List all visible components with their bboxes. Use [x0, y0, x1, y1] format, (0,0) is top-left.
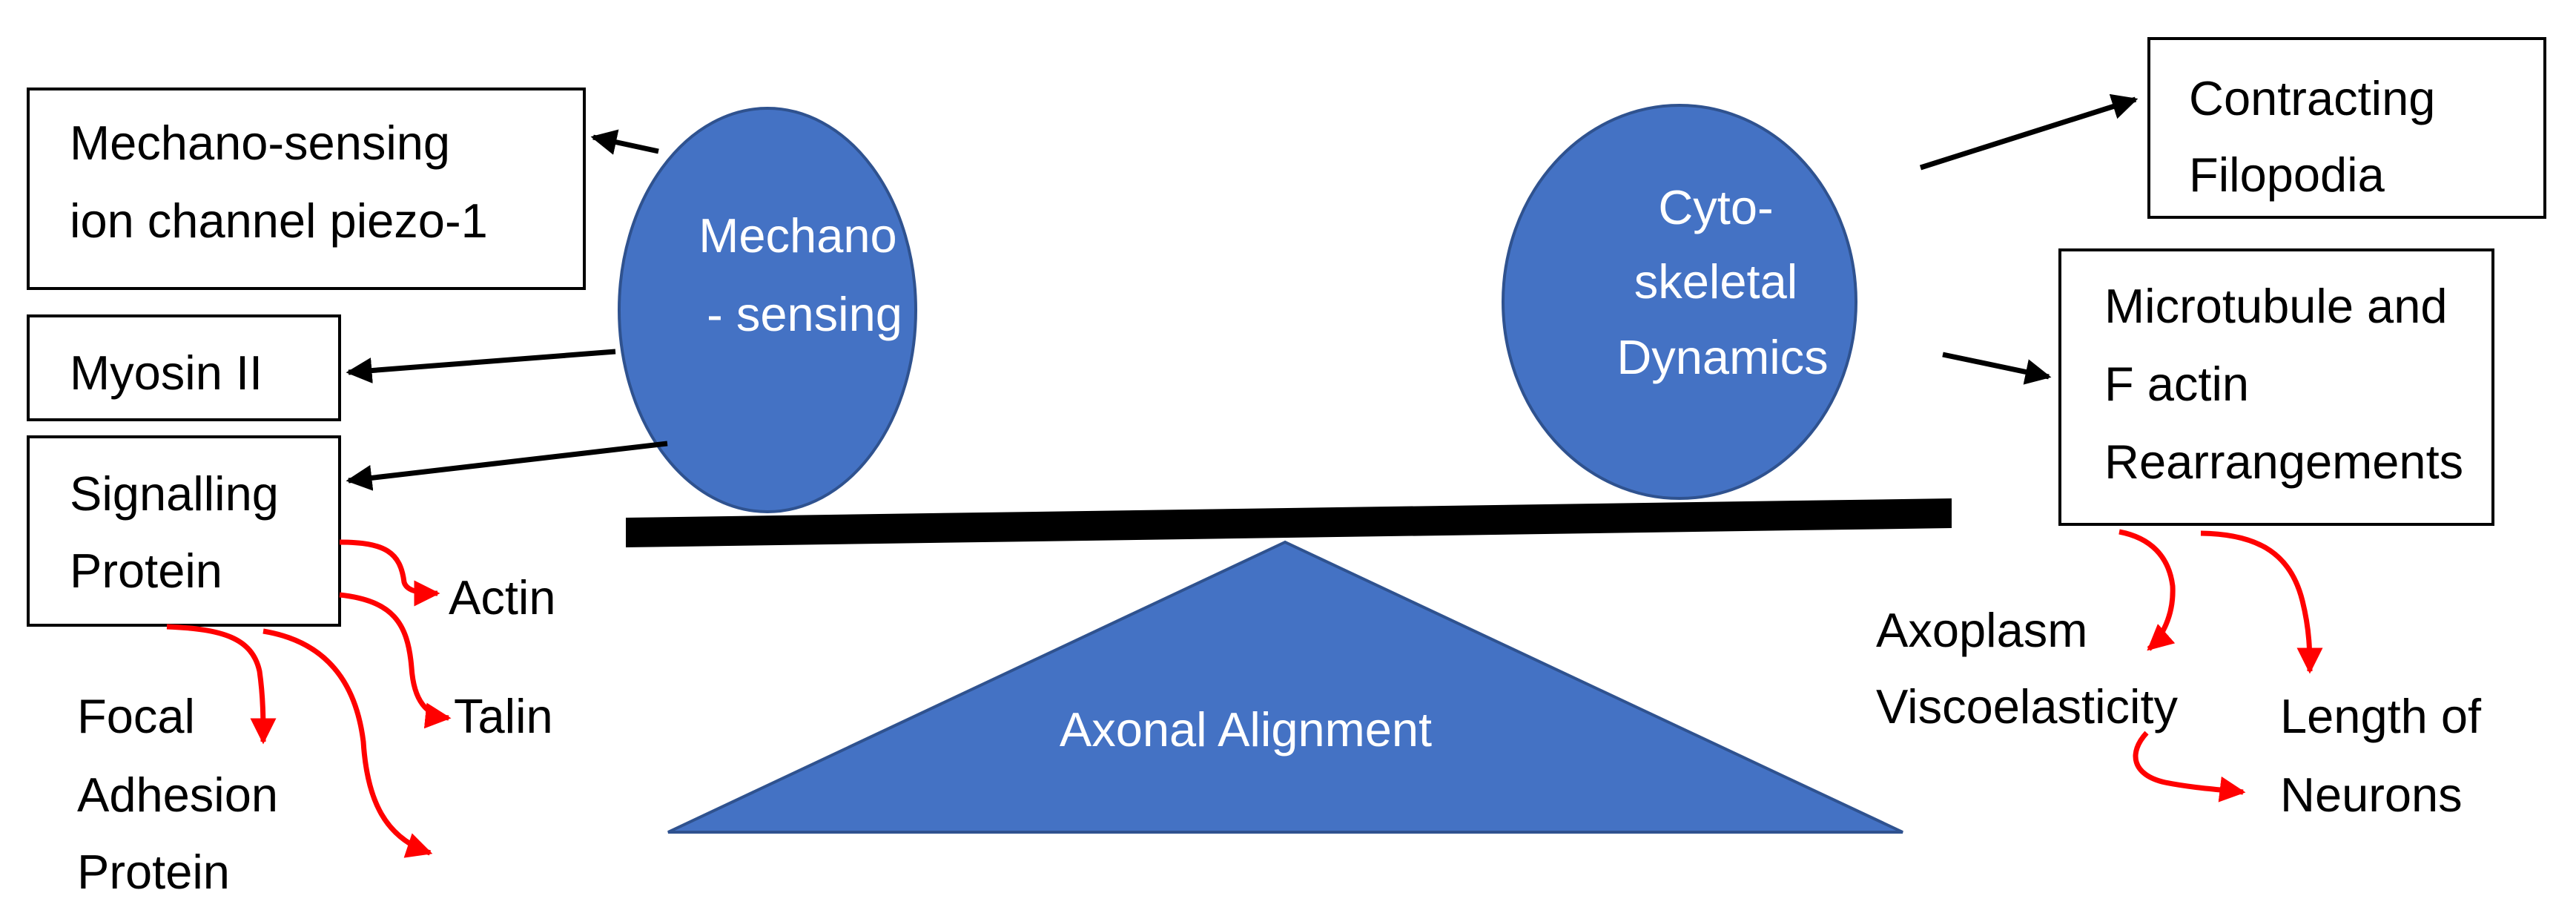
- mechano-sensing-label: Mechano - sensing: [699, 208, 910, 341]
- cytoskeletal-dynamics-circle: [1502, 104, 1857, 500]
- myosin-box: [27, 314, 341, 421]
- actin-label: Actin: [449, 570, 556, 624]
- arrow-to-myosin: [346, 349, 616, 384]
- red-arrow-length: [2200, 530, 2323, 674]
- signalling-protein-label: Signalling Protein: [70, 467, 292, 598]
- mechano-sensing-circle: [618, 107, 917, 513]
- red-arrow-neurons: [2133, 731, 2246, 802]
- microtubule-box: [2058, 248, 2494, 526]
- piezo-box: [27, 88, 586, 290]
- cytoskeletal-dynamics-label: Cyto- skeletal Dynamics: [1616, 180, 1828, 384]
- arrow-to-microtubule: [1942, 352, 2052, 385]
- red-arrow-focal-2: [262, 628, 433, 858]
- arrow-to-signalling: [346, 441, 668, 491]
- length-of-neurons-label: Length of Neurons: [2280, 689, 2494, 822]
- focal-adhesion-label: Focal Adhesion Protein: [77, 689, 291, 899]
- myosin-label: Myosin II: [70, 346, 262, 400]
- signalling-protein-box: [27, 435, 341, 627]
- fulcrum-triangle: [667, 540, 1903, 834]
- axoplasm-label: Axoplasm Viscoelasticity: [1876, 603, 2179, 734]
- talin-label: Talin: [454, 689, 553, 743]
- red-arrow-axoplasm: [2118, 529, 2176, 651]
- red-arrow-talin: [339, 592, 452, 729]
- fulcrum-label: Axonal Alignment: [1060, 702, 1432, 757]
- arrow-to-piezo: [590, 129, 659, 155]
- lever-beam: [626, 498, 1952, 547]
- filopodia-label: Contracting Filopodia: [2189, 71, 2448, 202]
- piezo-label: Mechano-sensing ion channel piezo-1: [70, 116, 488, 248]
- filopodia-box: [2147, 37, 2546, 219]
- microtubule-label: Microtubule and F actin Rearrangements: [2104, 279, 2463, 489]
- red-arrow-actin: [339, 539, 440, 607]
- red-arrow-focal: [166, 624, 277, 745]
- arrow-to-filopodia: [1919, 93, 2139, 171]
